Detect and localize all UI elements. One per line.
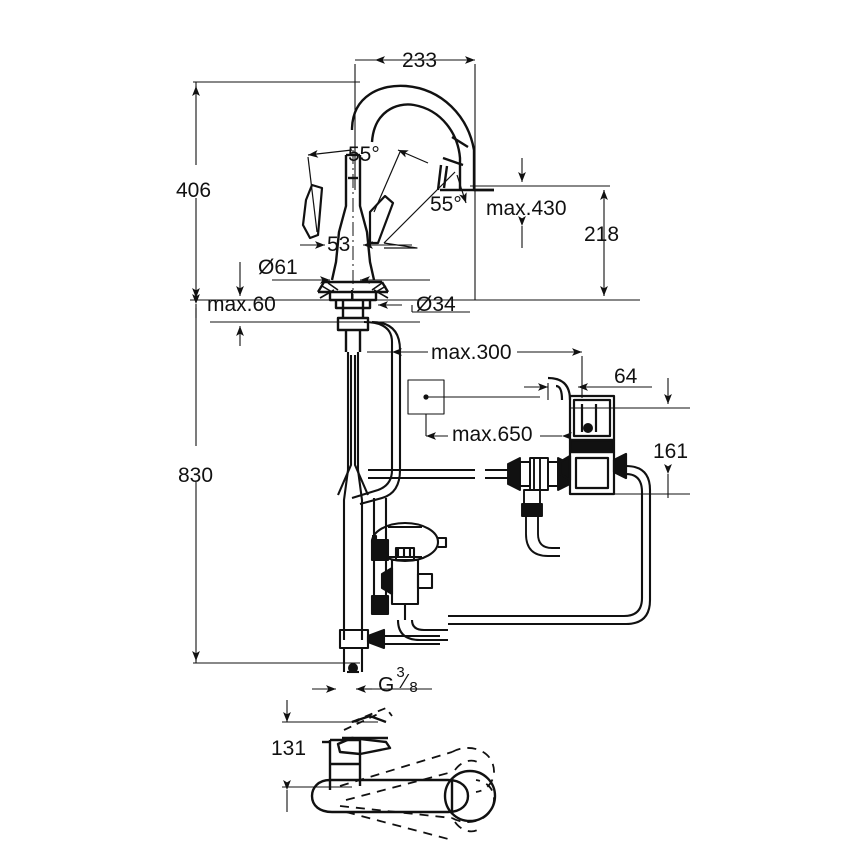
- plan-view-swivel-dashed: [339, 747, 495, 841]
- dim-label-161: 161: [653, 440, 689, 463]
- dim-label-max650: max.650: [452, 423, 533, 446]
- riser-left: [370, 498, 390, 616]
- dimension-lines: [190, 56, 690, 812]
- plan-view-faucet: [310, 714, 497, 823]
- dim-label-d61: Ø61: [258, 256, 298, 279]
- supply-hose-mid: [368, 468, 508, 480]
- thread-numerator: 3: [396, 664, 405, 681]
- bottom-outlet: [338, 628, 440, 674]
- dim-label-max60: max.60: [207, 293, 276, 316]
- dim-label-218: 218: [584, 223, 620, 246]
- faucet-elevation: [330, 84, 494, 300]
- plan-view-lever-dashed: [343, 707, 393, 731]
- lever-handle: [301, 183, 395, 245]
- dim-label-64: 64: [614, 365, 638, 388]
- hose-fittings-mid: [507, 457, 571, 557]
- dim-label-131: 131: [271, 737, 307, 760]
- thread-fraction: 3⁄8: [394, 665, 420, 698]
- return-hose-right: [448, 464, 652, 626]
- dim-label-max430: max.430: [486, 197, 567, 220]
- thread-slash: ⁄: [403, 671, 407, 693]
- dim-label-angle-left: 55°: [348, 143, 380, 166]
- thread-prefix: G: [378, 673, 395, 697]
- dim-label-406: 406: [176, 179, 212, 202]
- valve-body-right: [547, 376, 628, 496]
- dim-label-angle-right: 55°: [430, 193, 462, 216]
- hose-bundle: [337, 290, 402, 640]
- dim-label-53: 53: [327, 233, 351, 256]
- thread-denominator: 8: [409, 679, 418, 696]
- check-valve-assembly: [380, 546, 448, 642]
- dim-label-max300: max.300: [431, 341, 512, 364]
- dim-label-830: 830: [178, 464, 214, 487]
- dim-label-233: 233: [402, 49, 438, 72]
- dim-label-d34: Ø34: [416, 293, 456, 316]
